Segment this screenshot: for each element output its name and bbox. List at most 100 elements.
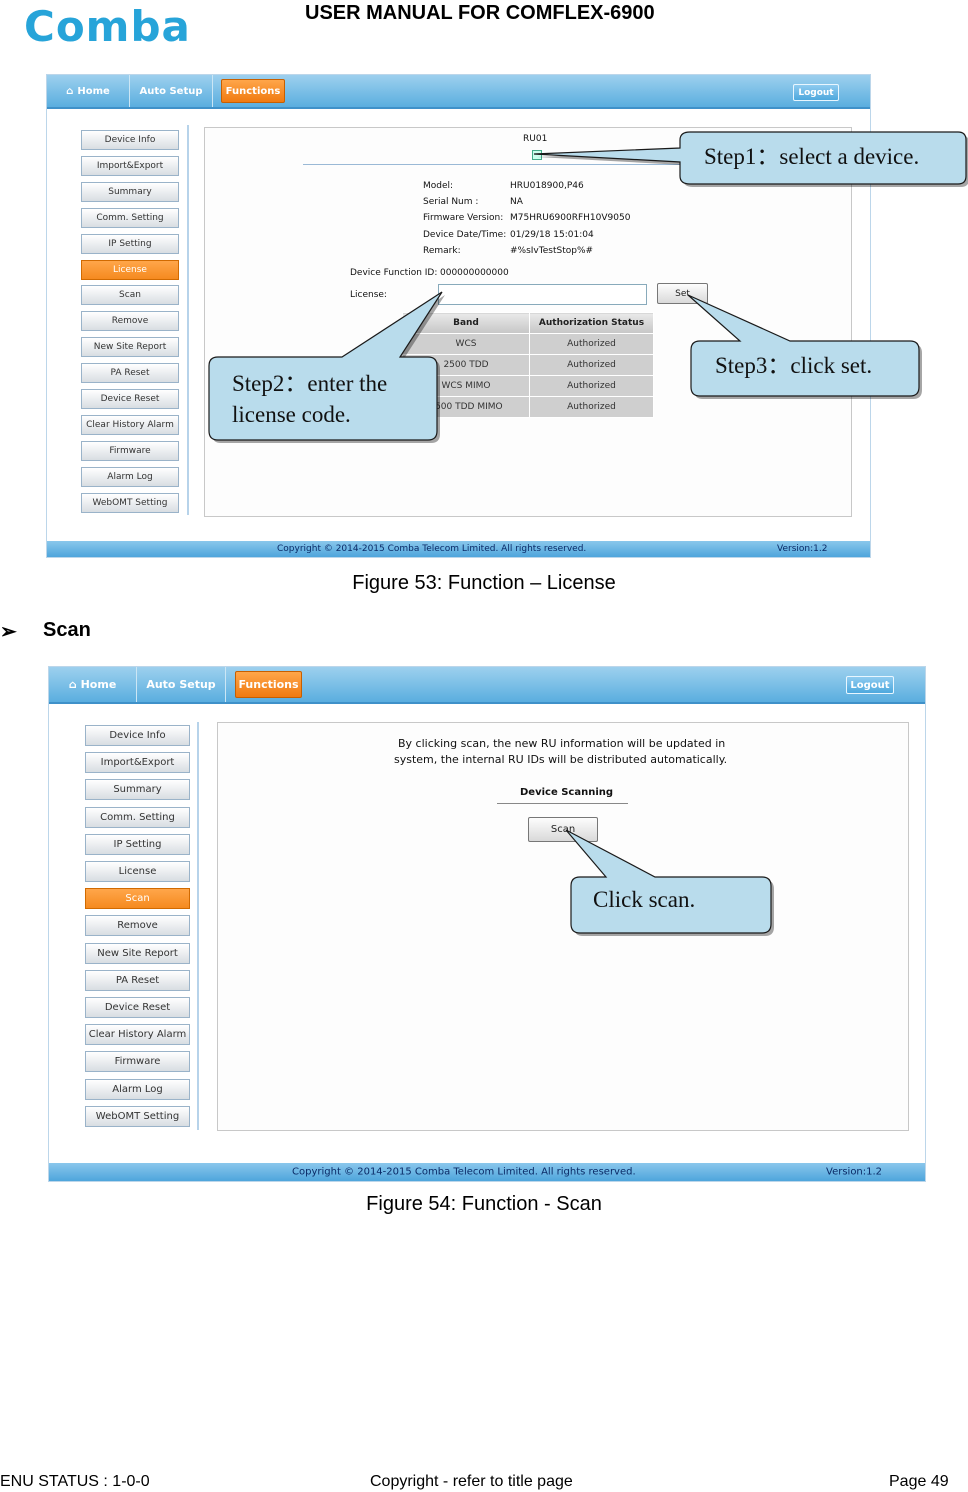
figure-53-caption: Figure 53: Function – License [352, 572, 616, 594]
sidebar-item-comm-setting[interactable]: Comm. Setting [85, 806, 190, 828]
auth-status-header: Authorization Status [529, 312, 654, 334]
set-button[interactable]: Set [657, 283, 708, 304]
function-id-value: 000000000000 [440, 268, 509, 278]
sidebar-item-scan[interactable]: Scan [81, 285, 179, 306]
sidebar-item-import-export[interactable]: Import&Export [85, 752, 190, 774]
license-panel: RU01 Model: HRU018900,P46 Serial Num : N… [204, 127, 852, 517]
auth-status-cell: Authorized [529, 375, 654, 397]
callout-step1-text: Step1：select a device. [704, 144, 920, 169]
band-cell: 2500 TDD [402, 354, 530, 376]
status-bar: Copyright © 2014-2015 Comba Telecom Limi… [47, 541, 870, 557]
version-text-scan: Version:1.2 [826, 1166, 883, 1178]
sidebar-item-alarm-log[interactable]: Alarm Log [81, 466, 179, 487]
home-icon-scan: ⌂ [68, 678, 77, 691]
sidebar-item-remove[interactable]: Remove [81, 311, 179, 332]
scan-description-line1: By clicking scan, the new RU information… [398, 737, 726, 750]
band-header: Band [402, 312, 530, 334]
sidebar-item-alarm-log[interactable]: Alarm Log [85, 1078, 190, 1100]
sidebar-item-remove[interactable]: Remove [85, 915, 190, 937]
figure-54-caption: Figure 54: Function - Scan [366, 1193, 602, 1215]
sidebar-item-comm-setting[interactable]: Comm. Setting [81, 207, 179, 228]
sidebar-item-import-export[interactable]: Import&Export [81, 155, 179, 176]
status-bar-scan: Copyright © 2014-2015 Comba Telecom Limi… [49, 1163, 925, 1181]
sidebar-item-summary[interactable]: Summary [85, 779, 190, 801]
remark-label: Remark: [423, 246, 461, 256]
callout-step3-text: Step3：click set. [715, 353, 873, 378]
model-label: Model: [423, 181, 454, 191]
function-id-label: Device Function ID: [350, 268, 438, 278]
version-text: Version:1.2 [777, 544, 828, 554]
figure-54-screenshot: ⌂ Home Auto Setup Functions Logout Devic… [48, 666, 926, 1182]
model-value: HRU018900,P46 [510, 181, 584, 191]
firmware-value: M75HRU6900RFH10V9050 [510, 213, 631, 223]
band-cell: WCS MIMO [402, 375, 530, 397]
sidebar-item-ip-setting[interactable]: IP Setting [81, 233, 179, 254]
remark-value: #%sIvTestStop%# [510, 246, 594, 256]
comba-logo: Comba [24, 2, 191, 51]
scan-button[interactable]: Scan [528, 817, 598, 842]
top-navbar: ⌂ Home Auto Setup Functions Logout [47, 75, 870, 109]
tab-home[interactable]: ⌂ Home [47, 75, 130, 107]
home-icon: ⌂ [66, 85, 74, 97]
logout-button[interactable]: Logout [793, 84, 839, 101]
sidebar-item-license[interactable]: License [81, 259, 179, 280]
sidebar-item-clear-history-alarm[interactable]: Clear History Alarm [85, 1024, 190, 1046]
tab-functions-scan[interactable]: Functions [235, 671, 302, 698]
device-name[interactable]: RU01 [523, 134, 548, 144]
sidebar-item-new-site-report[interactable]: New Site Report [85, 942, 190, 964]
device-scanning-heading: Device Scanning [520, 787, 614, 798]
sidebar-item-webomt-setting[interactable]: WebOMT Setting [81, 492, 179, 513]
sidebar-item-webomt-setting[interactable]: WebOMT Setting [85, 1105, 190, 1127]
band-cell: WCS [402, 333, 530, 355]
top-navbar-scan: ⌂ Home Auto Setup Functions Logout [49, 667, 925, 704]
scanning-divider [497, 803, 628, 804]
serial-value: NA [510, 197, 523, 207]
license-label: License: [350, 290, 387, 300]
sidebar-item-pa-reset[interactable]: PA Reset [81, 363, 179, 384]
callout-click-scan-text: Click scan. [593, 887, 696, 912]
band-cell: 2500 TDD MIMO [402, 396, 530, 418]
sidebar-item-pa-reset[interactable]: PA Reset [85, 969, 190, 991]
sidebar-item-summary[interactable]: Summary [81, 181, 179, 202]
tab-auto-setup[interactable]: Auto Setup [130, 75, 213, 107]
auth-status-cell: Authorized [529, 333, 654, 355]
device-tree-icon[interactable] [532, 150, 542, 160]
license-input[interactable] [438, 284, 647, 305]
sidebar-item-device-reset[interactable]: Device Reset [85, 997, 190, 1018]
footer-copyright: Copyright - refer to title page [370, 1473, 573, 1490]
document-title: USER MANUAL FOR COMFLEX-6900 [305, 2, 655, 24]
sidebar-item-license[interactable]: License [85, 861, 190, 882]
tab-auto-setup-scan[interactable]: Auto Setup [137, 667, 226, 702]
callout-step2-text-line2: license code. [232, 402, 351, 427]
sidebar-item-device-info[interactable]: Device Info [85, 725, 190, 746]
footer-page-number: Page 49 [889, 1473, 949, 1490]
sidebar-item-scan[interactable]: Scan [85, 888, 190, 910]
footer-status: ENU STATUS : 1-0-0 [0, 1473, 150, 1490]
auth-status-cell: Authorized [529, 396, 654, 418]
tab-home-scan[interactable]: ⌂ Home [49, 667, 137, 702]
sidebar-item-firmware[interactable]: Firmware [81, 440, 179, 461]
sidebar-item-device-reset[interactable]: Device Reset [81, 389, 179, 409]
scan-panel: By clicking scan, the new RU information… [217, 722, 909, 1131]
callout-step2-text-line1: Step2：enter the [232, 371, 388, 396]
bullet-arrow-icon: ➢ [0, 621, 17, 643]
auth-status-cell: Authorized [529, 354, 654, 376]
sidebar-item-ip-setting[interactable]: IP Setting [85, 833, 190, 855]
logout-button-scan[interactable]: Logout [846, 676, 894, 694]
sidebar-item-clear-history-alarm[interactable]: Clear History Alarm [81, 414, 179, 435]
tab-functions[interactable]: Functions [221, 79, 285, 103]
firmware-label: Firmware Version: [423, 213, 504, 223]
sidebar-item-firmware[interactable]: Firmware [85, 1051, 190, 1073]
sidebar-item-device-info[interactable]: Device Info [81, 130, 179, 150]
date-label: Device Date/Time: [423, 230, 507, 240]
scan-heading-text: Scan [43, 619, 91, 641]
copyright-text-scan: Copyright © 2014-2015 Comba Telecom Limi… [292, 1166, 636, 1178]
sidebar-item-new-site-report[interactable]: New Site Report [81, 337, 179, 358]
date-value: 01/29/18 15:01:04 [510, 230, 594, 240]
